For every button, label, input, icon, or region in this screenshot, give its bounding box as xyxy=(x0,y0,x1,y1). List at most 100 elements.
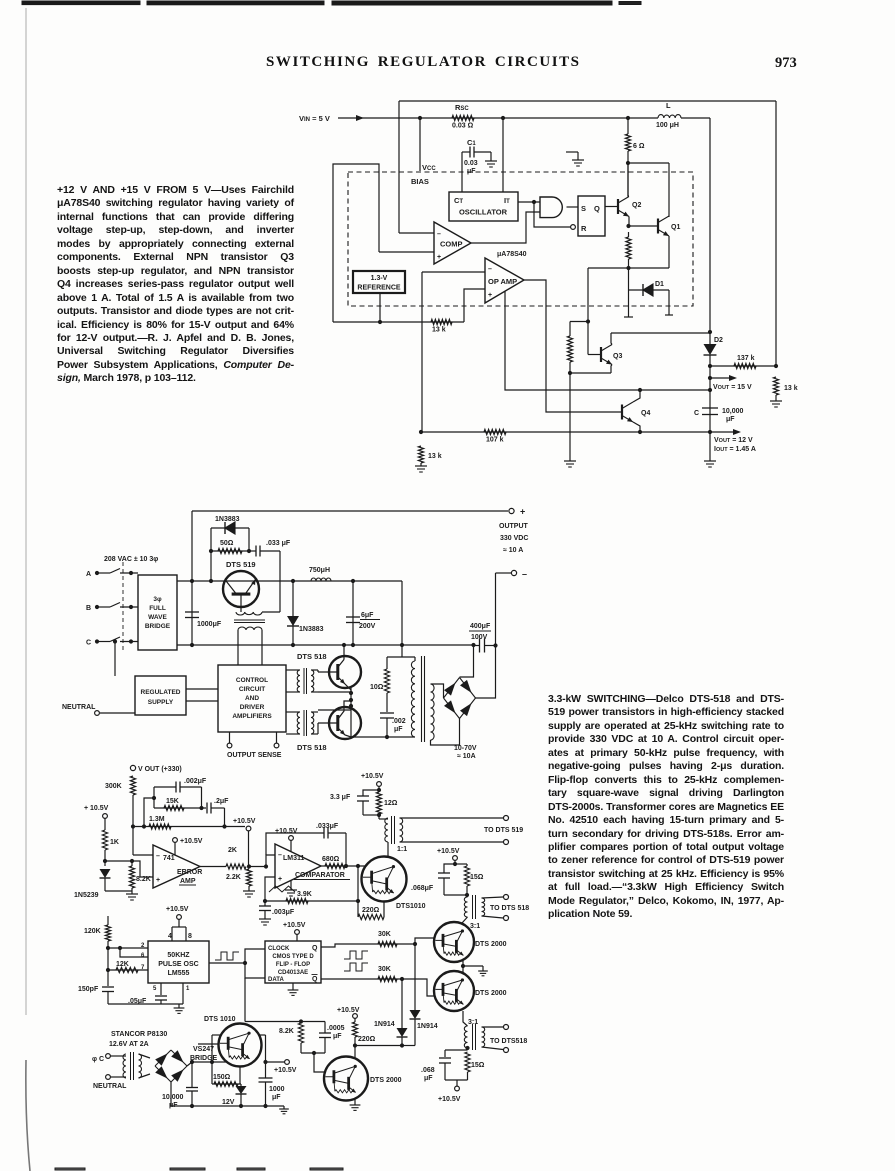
svg-text:DATA: DATA xyxy=(268,977,284,983)
svg-text:DTS 2000: DTS 2000 xyxy=(475,941,507,948)
svg-text:12V: 12V xyxy=(222,1099,235,1106)
svg-text:1K: 1K xyxy=(110,839,119,846)
svg-text:OSCILLATOR: OSCILLATOR xyxy=(459,208,508,217)
svg-text:Q: Q xyxy=(312,976,318,983)
svg-text:+10.5V: +10.5V xyxy=(274,1067,297,1074)
svg-text:COMP: COMP xyxy=(440,240,463,249)
svg-text:8.2K: 8.2K xyxy=(136,876,151,883)
svg-text:1N914: 1N914 xyxy=(374,1021,395,1028)
svg-text:IOUT = 1.45 A: IOUT = 1.45 A xyxy=(714,446,756,453)
svg-text:VOUT = 12 V: VOUT = 12 V xyxy=(714,437,753,444)
svg-text:C1: C1 xyxy=(467,138,476,147)
svg-text:8.2K: 8.2K xyxy=(279,1028,294,1035)
svg-text:6 Ω: 6 Ω xyxy=(633,143,645,150)
svg-text:+ 10.5V: + 10.5V xyxy=(84,805,109,812)
svg-text:10Ω: 10Ω xyxy=(370,684,384,691)
svg-text:.068μF: .068μF xyxy=(411,885,434,892)
svg-text:DRIVER: DRIVER xyxy=(240,704,265,711)
svg-text:2.2K: 2.2K xyxy=(226,874,241,881)
svg-text:50KHZ: 50KHZ xyxy=(167,952,190,959)
svg-text:DTS 519: DTS 519 xyxy=(226,560,256,569)
svg-text:CONTROL: CONTROL xyxy=(236,677,268,684)
svg-text:+10.5V: +10.5V xyxy=(233,818,256,825)
svg-text:300K: 300K xyxy=(105,783,122,790)
svg-text:Q1: Q1 xyxy=(671,224,680,231)
svg-text:3.9K: 3.9K xyxy=(297,891,312,898)
svg-text:50Ω: 50Ω xyxy=(220,540,234,547)
svg-text:D2: D2 xyxy=(714,337,723,344)
svg-text:1N3883: 1N3883 xyxy=(215,516,240,523)
svg-text:Q2: Q2 xyxy=(632,202,641,209)
svg-text:+10.5V: +10.5V xyxy=(283,922,306,929)
svg-text:S: S xyxy=(581,204,586,213)
svg-text:5: 5 xyxy=(153,986,157,992)
svg-text:WAVE: WAVE xyxy=(148,614,167,621)
svg-text:COMPARATOR: COMPARATOR xyxy=(295,872,345,879)
svg-text:DTS 2000: DTS 2000 xyxy=(370,1077,402,1084)
svg-text:CT: CT xyxy=(454,196,463,205)
svg-text:0.03 Ω: 0.03 Ω xyxy=(452,123,474,130)
svg-text:NEUTRAL: NEUTRAL xyxy=(62,704,96,711)
svg-text:VIN = 5 V: VIN = 5 V xyxy=(299,114,330,123)
svg-text:OP AMP: OP AMP xyxy=(488,277,517,286)
svg-text:AMP: AMP xyxy=(180,878,196,885)
svg-text:VS247: VS247 xyxy=(193,1046,214,1053)
svg-text:–: – xyxy=(156,853,160,860)
svg-text:FLIP - FLOP: FLIP - FLOP xyxy=(276,962,310,968)
svg-text:15Ω: 15Ω xyxy=(470,874,484,881)
svg-text:BIAS: BIAS xyxy=(411,177,429,186)
svg-text:–: – xyxy=(437,231,441,238)
svg-text:+10.5V: +10.5V xyxy=(180,838,203,845)
svg-text:30K: 30K xyxy=(378,966,391,973)
svg-text:TO DTS 518: TO DTS 518 xyxy=(490,905,529,912)
svg-text:200V: 200V xyxy=(359,623,376,630)
svg-text:Q: Q xyxy=(312,945,318,952)
svg-text:DTS 1010: DTS 1010 xyxy=(204,1016,236,1023)
svg-text:+10.5V: +10.5V xyxy=(337,1007,360,1014)
svg-text:1N914: 1N914 xyxy=(417,1023,438,1030)
svg-text:BRIDGE: BRIDGE xyxy=(145,623,171,630)
svg-text:DTS1010: DTS1010 xyxy=(396,903,426,910)
svg-text:.068: .068 xyxy=(421,1067,435,1074)
svg-text:RSC: RSC xyxy=(455,103,469,112)
svg-text:12K: 12K xyxy=(116,961,129,968)
svg-text:A: A xyxy=(86,571,91,578)
svg-text:≈ 10A: ≈ 10A xyxy=(457,753,476,760)
svg-text:220Ω: 220Ω xyxy=(362,907,380,914)
svg-text:.002μF: .002μF xyxy=(184,778,207,785)
svg-text:LM555: LM555 xyxy=(168,970,190,977)
svg-text:6μF: 6μF xyxy=(361,612,374,619)
svg-text:8: 8 xyxy=(188,933,192,940)
svg-text:TO DTS518: TO DTS518 xyxy=(490,1038,527,1045)
svg-text:B: B xyxy=(86,605,91,612)
svg-text:3.3 μF: 3.3 μF xyxy=(330,794,351,801)
svg-text:ERROR: ERROR xyxy=(177,869,202,876)
svg-text:120K: 120K xyxy=(84,928,101,935)
svg-text:150pF: 150pF xyxy=(78,986,99,993)
svg-text:4: 4 xyxy=(168,933,172,940)
svg-text:3:1: 3:1 xyxy=(470,923,480,930)
svg-text:OUTPUT: OUTPUT xyxy=(499,523,529,530)
svg-text:12.6V AT 2A: 12.6V AT 2A xyxy=(109,1041,149,1048)
svg-text:100 μH: 100 μH xyxy=(656,122,679,129)
svg-text:10,000: 10,000 xyxy=(722,408,744,415)
svg-text:150Ω: 150Ω xyxy=(213,1074,231,1081)
svg-text:750μH: 750μH xyxy=(309,567,330,574)
svg-text:+: + xyxy=(278,876,282,883)
svg-text:NEUTRAL: NEUTRAL xyxy=(93,1083,127,1090)
svg-text:+: + xyxy=(520,507,525,517)
svg-text:AMPLIFIERS: AMPLIFIERS xyxy=(232,713,272,720)
svg-text:V OUT (+330): V OUT (+330) xyxy=(138,766,182,773)
svg-text:220Ω: 220Ω xyxy=(358,1036,376,1043)
svg-text:C: C xyxy=(86,640,91,647)
svg-text:.033μF: .033μF xyxy=(316,823,339,830)
svg-text:13 k: 13 k xyxy=(432,327,446,334)
svg-text:AND: AND xyxy=(245,695,259,702)
svg-text:VCC: VCC xyxy=(422,163,436,172)
svg-text:+10.5V: +10.5V xyxy=(361,773,384,780)
svg-text:7: 7 xyxy=(141,965,145,971)
svg-text:≈ 10 A: ≈ 10 A xyxy=(503,547,523,554)
svg-text:+: + xyxy=(488,292,492,299)
svg-text:1N3883: 1N3883 xyxy=(299,626,324,633)
svg-text:1.3M: 1.3M xyxy=(149,816,165,823)
